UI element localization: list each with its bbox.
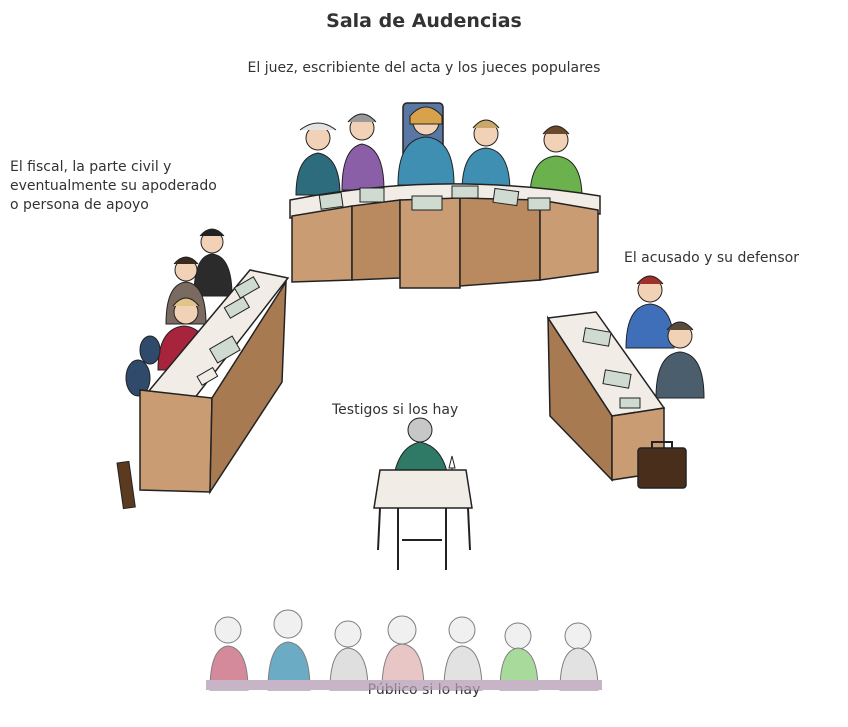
- page-title: Sala de Audencias: [326, 10, 522, 32]
- prosecutor-figure-1: [193, 228, 233, 297]
- judges-label: El juez, escribiente del acta y los juec…: [247, 60, 601, 76]
- judge-figure-4: [461, 119, 511, 193]
- judges-bench: [289, 102, 601, 289]
- judge-figure-3: [397, 106, 455, 186]
- witness-table: [373, 417, 473, 570]
- audience-person-1: [209, 616, 249, 691]
- prosecution-label-line-1: El fiscal, la parte civil y: [10, 159, 172, 175]
- prosecution-label: El fiscal, la parte civil y eventualment…: [10, 158, 280, 215]
- judge-figure-5: [529, 125, 583, 199]
- prosecution-label-line-3: o persona de apoyo: [10, 197, 149, 213]
- judge-figure-2: [341, 113, 385, 191]
- prosecution-desk: [116, 228, 290, 510]
- audience-person-2: [267, 609, 311, 691]
- public-audience: [206, 609, 602, 691]
- audience-person-6: [499, 622, 539, 691]
- audience-person-7: [559, 622, 599, 691]
- audience-person-5: [443, 616, 483, 691]
- defense-desk: [546, 275, 705, 489]
- defender-figure: [655, 321, 705, 399]
- defense-label: El acusado y su defensor: [624, 250, 799, 266]
- witness-label: Testigos si los hay: [332, 402, 459, 418]
- defendant-figure: [625, 275, 675, 349]
- prosecution-label-line-2: eventualmente su apoderado: [10, 178, 217, 194]
- judge-figure-1: [295, 122, 341, 196]
- audience-person-4: [381, 615, 425, 691]
- audience-person-3: [329, 620, 369, 691]
